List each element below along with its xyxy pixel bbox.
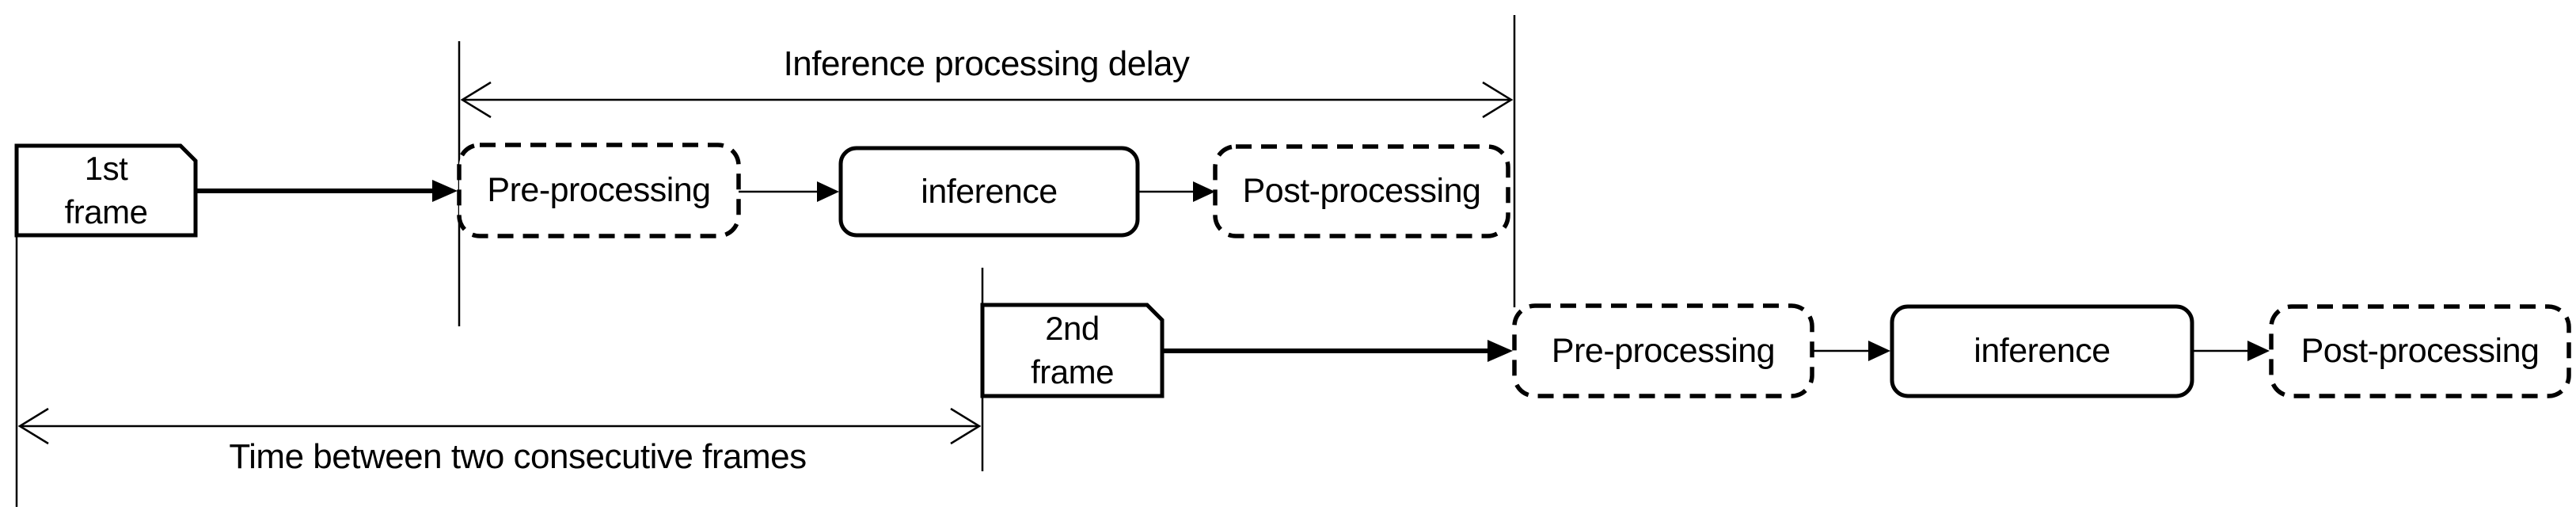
post-processing-box-row2 xyxy=(2269,304,2571,398)
arrowhead-icon xyxy=(1193,181,1215,202)
inference-delay-measure-arrow xyxy=(460,81,1514,119)
flow-arrow-inference2-to-post2 xyxy=(2192,341,2270,361)
arrowhead-left-icon xyxy=(460,81,492,119)
arrowhead-right-icon xyxy=(1482,81,1514,119)
inference-box-row2 xyxy=(1890,304,2194,398)
frame1-card xyxy=(14,143,198,238)
arrowhead-icon xyxy=(432,180,458,202)
arrowhead-icon xyxy=(1487,340,1513,362)
flow-arrow-pre1-to-inference1 xyxy=(739,181,839,202)
inference-box-row1 xyxy=(838,146,1140,238)
pre-processing-box-row1 xyxy=(457,143,741,238)
arrowhead-icon xyxy=(1868,341,1890,361)
frame2-card xyxy=(980,303,1165,398)
frame-interval-measure-arrow xyxy=(17,407,982,445)
flow-arrow-inference1-to-post1 xyxy=(1138,181,1215,202)
arrowhead-right-icon xyxy=(950,407,982,445)
arrowhead-icon xyxy=(2247,341,2270,361)
arrowhead-left-icon xyxy=(17,407,49,445)
flow-arrow-frame2-to-pre xyxy=(1162,340,1513,362)
arrowhead-icon xyxy=(817,181,839,202)
flow-arrow-frame1-to-pre xyxy=(197,180,458,202)
post-processing-box-row1 xyxy=(1213,144,1510,238)
pre-processing-box-row2 xyxy=(1512,303,1814,398)
flow-arrow-pre2-to-inference2 xyxy=(1812,341,1890,361)
